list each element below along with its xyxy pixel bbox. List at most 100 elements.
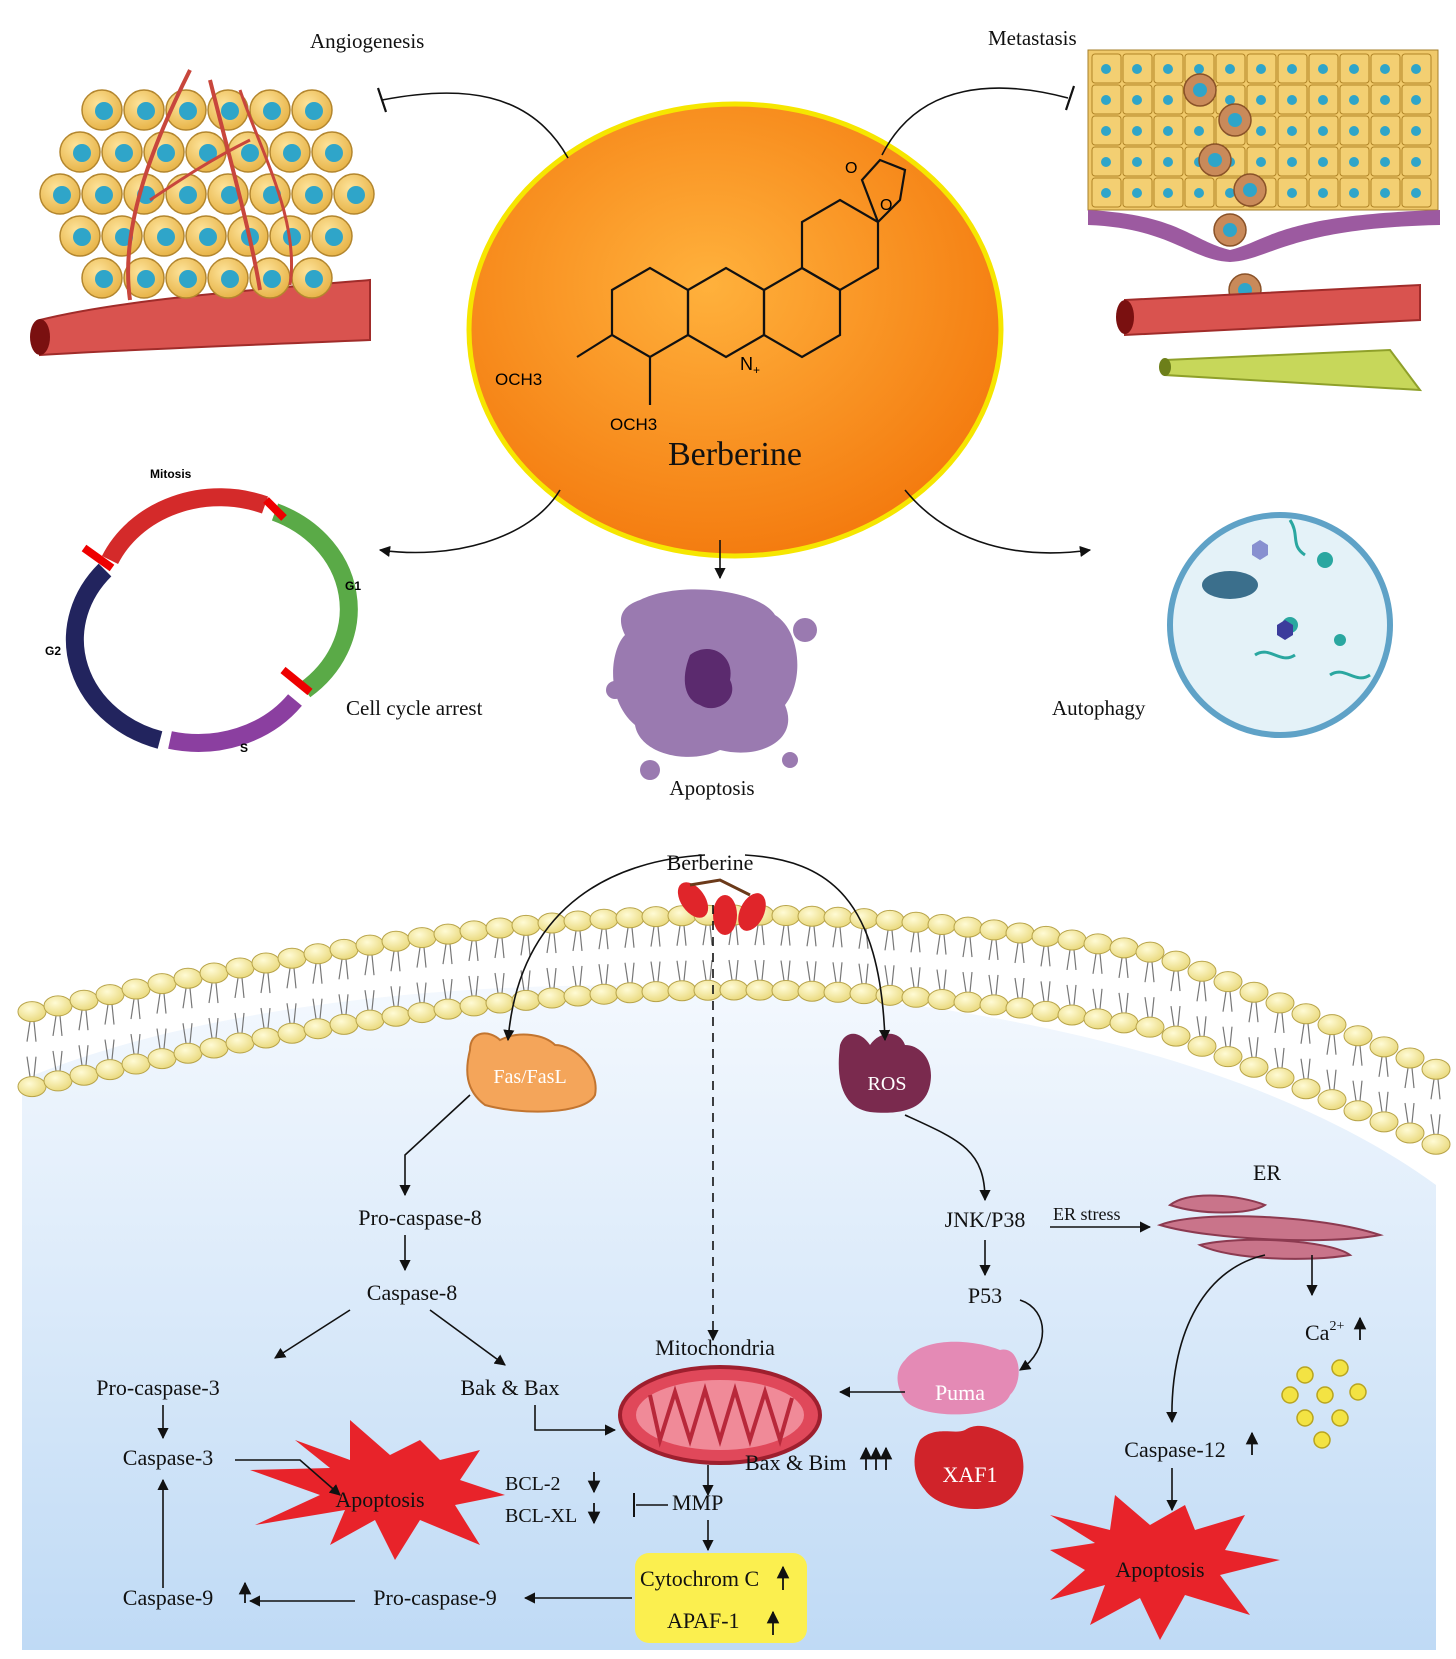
epithelial-cell	[1308, 177, 1339, 208]
phospholipid	[459, 920, 489, 1017]
tumor-cell	[59, 131, 101, 173]
fas-fasl-receptor: Fas/FasL	[466, 1032, 597, 1113]
berberry-icon	[677, 878, 766, 935]
epithelial-cell	[1184, 177, 1215, 208]
tumor-cell	[269, 131, 311, 173]
migrating-cell	[1198, 143, 1232, 177]
epithelial-cell	[1370, 115, 1401, 146]
epithelial-cell	[1277, 84, 1308, 115]
epithelial-cell	[1153, 53, 1184, 84]
epithelial-cell	[1339, 84, 1370, 115]
tumor-cell	[249, 173, 291, 215]
ros-label: ROS	[868, 1073, 907, 1095]
epithelial-cell	[1122, 84, 1153, 115]
phospholipid	[303, 943, 333, 1040]
phospholipid	[771, 905, 801, 1002]
phospholipid	[797, 905, 827, 1002]
och3-label-a: OCH3	[495, 370, 542, 389]
inhibit-angiogenesis	[381, 92, 569, 159]
g1-label: G1	[345, 579, 361, 593]
mitosis-label: Mitosis	[150, 467, 192, 481]
caspase-3-label: Caspase-3	[123, 1445, 213, 1470]
arrow-autophagy	[904, 489, 1092, 557]
epithelial-cell	[1339, 177, 1370, 208]
epithelial-cell	[1370, 146, 1401, 177]
epithelial-cell	[1122, 115, 1153, 146]
epithelial-cell	[1339, 146, 1370, 177]
caspase-8-label: Caspase-8	[367, 1280, 457, 1305]
tumor-cell	[101, 131, 143, 173]
caspase-12-label: Caspase-12	[1124, 1437, 1225, 1462]
och3-label-b: OCH3	[610, 415, 657, 434]
phospholipid	[1057, 929, 1087, 1026]
epithelial-cell	[1339, 115, 1370, 146]
phospholipid	[1109, 937, 1139, 1034]
apoptosis-right-label: Apoptosis	[1115, 1557, 1204, 1582]
phospholipid	[121, 978, 151, 1075]
epithelial-cell	[1401, 146, 1432, 177]
migrating-cell	[1213, 213, 1247, 247]
p53-label: P53	[968, 1283, 1002, 1308]
epithelial-cell	[1401, 115, 1432, 146]
phospholipid	[433, 923, 463, 1020]
phospholipid	[1369, 1036, 1399, 1133]
migrating-cell	[1233, 173, 1267, 207]
phospholipid	[329, 938, 359, 1035]
epithelial-cell	[1122, 53, 1153, 84]
phospholipid	[823, 906, 853, 1003]
xaf1-label: XAF1	[942, 1462, 997, 1487]
phospholipid	[1265, 992, 1295, 1089]
epithelial-cell	[1091, 115, 1122, 146]
tumor-cell	[291, 89, 333, 131]
migrating-cell	[1218, 103, 1252, 137]
mmp-label: MMP	[672, 1490, 723, 1515]
apoptosis-top-label: Apoptosis	[669, 776, 754, 800]
phospholipid	[199, 962, 229, 1059]
apaf1-label: APAF-1	[667, 1608, 740, 1633]
tumor-cell	[249, 89, 291, 131]
endoplasmic-reticulum	[1156, 1194, 1384, 1260]
cytochrome-apaf-box: Cytochrom C APAF-1	[635, 1553, 807, 1643]
tumor-cell	[81, 257, 123, 299]
metastasis-label: Metastasis	[988, 26, 1077, 50]
tumor-cell	[81, 89, 123, 131]
epithelial-cell	[1370, 53, 1401, 84]
autophagy-label: Autophagy	[1052, 696, 1146, 720]
phospholipid	[1135, 941, 1165, 1038]
epithelial-cell	[1401, 177, 1432, 208]
epithelial-cell	[1091, 146, 1122, 177]
tumor-cell	[165, 257, 207, 299]
phospholipid	[1421, 1058, 1451, 1155]
epithelial-cell	[1215, 53, 1246, 84]
phospholipid	[1291, 1003, 1321, 1100]
phospholipid	[1187, 960, 1217, 1057]
migrating-cell	[1183, 73, 1217, 107]
epithelial-cell	[1277, 146, 1308, 177]
tumor-cell	[185, 131, 227, 173]
epithelial-cell	[1370, 177, 1401, 208]
bak-bax-label: Bak & Bax	[461, 1375, 560, 1400]
phospholipid	[875, 909, 905, 1006]
jnk-p38-label: JNK/P38	[945, 1207, 1026, 1232]
epithelial-cell	[1122, 177, 1153, 208]
epithelial-cell	[1339, 53, 1370, 84]
mitochondria-label: Mitochondria	[655, 1335, 775, 1360]
phospholipid	[1239, 981, 1269, 1078]
phospholipid	[901, 911, 931, 1008]
fas-label: Fas/FasL	[493, 1066, 566, 1088]
bax-bim-label: Bax & Bim	[745, 1450, 846, 1475]
berberine-title: Berberine	[668, 436, 802, 473]
epithelial-cell	[1091, 177, 1122, 208]
epithelial-cell	[1401, 53, 1432, 84]
epithelial-cell	[1153, 146, 1184, 177]
phospholipid	[147, 973, 177, 1070]
cell-cycle-arrest-label: Cell cycle arrest	[346, 696, 483, 720]
ca-label: Ca2+	[1305, 1319, 1344, 1345]
phospholipid	[1161, 950, 1191, 1047]
phospholipid	[615, 907, 645, 1004]
extrinsic-pathway: Pro-caspase-8 Caspase-8 Pro-caspase-3 Ca…	[96, 1205, 559, 1610]
xaf1-protein: XAF1	[914, 1425, 1024, 1510]
apoptotic-cell: Apoptosis	[606, 589, 817, 800]
inhibit-metastasis	[881, 87, 1069, 156]
epithelial-cell	[1277, 115, 1308, 146]
